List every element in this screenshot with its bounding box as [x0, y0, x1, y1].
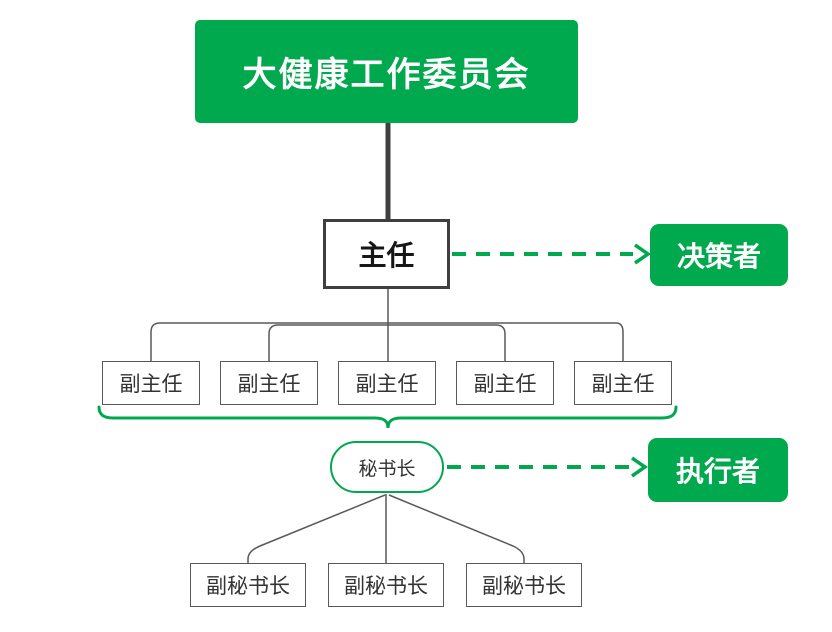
node-committee-label: 大健康工作委员会 [242, 56, 531, 94]
brace-deputies [97, 405, 678, 429]
node-deputy-secretary-1[interactable]: 副秘书长 [190, 563, 306, 607]
node-deputy-director-4[interactable]: 副主任 [456, 361, 554, 405]
node-decision-maker[interactable]: 决策者 [650, 224, 788, 286]
node-deputy-secretary-1-label: 副秘书长 [206, 575, 290, 598]
node-secretary-general-label: 秘书长 [358, 458, 416, 480]
edge-director-deputy-4 [388, 324, 506, 361]
node-director-label: 主任 [358, 240, 415, 271]
node-deputy-secretary-2[interactable]: 副秘书长 [328, 563, 444, 607]
node-deputy-secretary-3-label: 副秘书长 [482, 575, 566, 598]
node-executor[interactable]: 执行者 [648, 438, 788, 502]
node-executor-label: 执行者 [675, 456, 760, 487]
edge-secretary-depsec-3 [388, 494, 525, 563]
edge-director-deputy-1 [150, 322, 388, 361]
node-deputy-director-1[interactable]: 副主任 [102, 361, 200, 405]
edge-director-deputy-2 [268, 324, 388, 361]
node-deputy-secretary-2-label: 副秘书长 [344, 575, 428, 598]
node-director[interactable]: 主任 [323, 219, 450, 289]
node-deputy-director-1-label: 副主任 [119, 373, 183, 396]
arrowhead-executor [631, 456, 649, 478]
edge-secretary-depsec-1 [247, 494, 386, 563]
node-deputy-director-5[interactable]: 副主任 [574, 361, 672, 405]
arrowhead-decision [634, 243, 652, 265]
node-secretary-general[interactable]: 秘书长 [330, 441, 444, 493]
node-deputy-director-2-label: 副主任 [237, 373, 301, 396]
node-deputy-director-2[interactable]: 副主任 [220, 361, 318, 405]
edge-director-deputy-5 [388, 322, 624, 361]
node-deputy-director-3-label: 副主任 [355, 373, 419, 396]
node-deputy-director-5-label: 副主任 [591, 373, 655, 396]
node-committee[interactable]: 大健康工作委员会 [195, 20, 578, 123]
node-deputy-director-4-label: 副主任 [473, 373, 537, 396]
node-deputy-director-3[interactable]: 副主任 [338, 361, 436, 405]
node-decision-maker-label: 决策者 [676, 241, 761, 272]
node-deputy-secretary-3[interactable]: 副秘书长 [466, 563, 582, 607]
